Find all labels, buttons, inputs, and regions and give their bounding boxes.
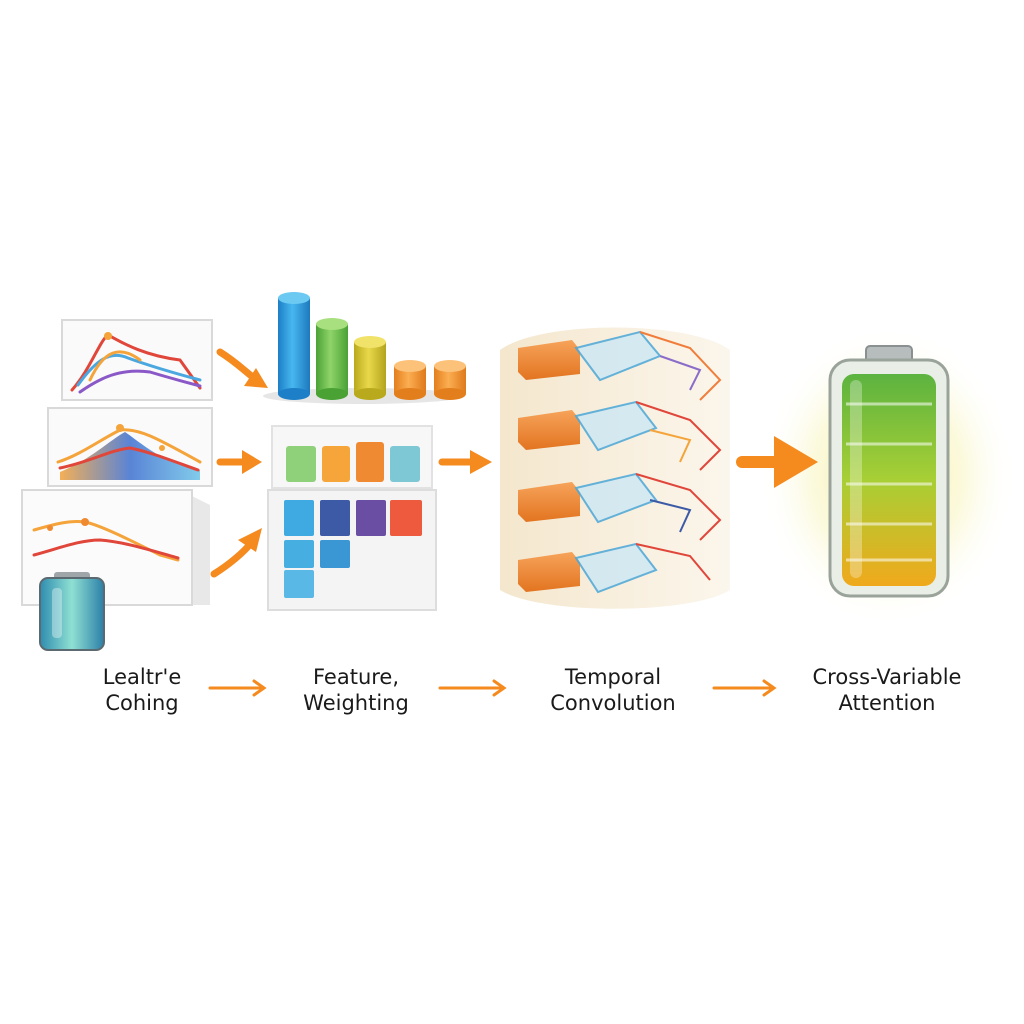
- stage-label-2-line2: Weighting: [303, 691, 409, 715]
- stage-label-3-line2: Convolution: [550, 691, 676, 715]
- line-chart-panel-top: [61, 319, 213, 401]
- line-chart-panel-middle: [47, 407, 213, 487]
- label-arrow-2: [438, 679, 507, 697]
- conv-layer-3: [518, 472, 722, 541]
- stage-label-3-line1: Temporal: [564, 665, 662, 689]
- small-battery-icon: [39, 572, 105, 651]
- conv-layer-1: [518, 330, 722, 401]
- label-arrow-3: [712, 679, 777, 697]
- cylinder-bar-3: [354, 336, 386, 400]
- conv-layer-4: [518, 542, 711, 594]
- label-arrow-1: [208, 679, 267, 697]
- arrow-conv-to-battery: [736, 436, 818, 488]
- stage-label-3: Temporal Convolution: [528, 664, 698, 716]
- line-chart-icon: [70, 332, 202, 394]
- arrow-icon: [208, 348, 818, 697]
- stage-label-1-line1: Lealtr'e: [102, 665, 182, 689]
- stage-label-1: Lealtr'e Cohing: [62, 664, 222, 716]
- conv-block-icon: [500, 327, 730, 609]
- cylinder-bar-5: [434, 360, 466, 400]
- cylinder-bar-1: [278, 292, 310, 400]
- stage-label-4-line1: Cross-Variable: [812, 665, 962, 689]
- cylinder-bar-4: [394, 360, 426, 400]
- arrow-bottom-to-matrix: [210, 528, 262, 578]
- stage-label-2: Feature, Weighting: [276, 664, 436, 716]
- bar-chart-icon: [263, 292, 466, 404]
- stage-label-4-line2: Attention: [838, 691, 936, 715]
- arrow-top-to-bars: [216, 348, 268, 388]
- battery-icon: [760, 326, 1016, 626]
- stage-label-1-line2: Cohing: [105, 691, 179, 715]
- arrow-middle-to-matrix: [216, 450, 262, 474]
- stage-label-4: Cross-Variable Attention: [792, 664, 982, 716]
- stage-label-2-line1: Feature,: [312, 665, 400, 689]
- matrix-icon: [267, 425, 437, 611]
- conv-layer-2: [518, 400, 722, 471]
- arrow-matrix-to-conv: [438, 450, 492, 474]
- cylinder-bar-2: [316, 318, 348, 400]
